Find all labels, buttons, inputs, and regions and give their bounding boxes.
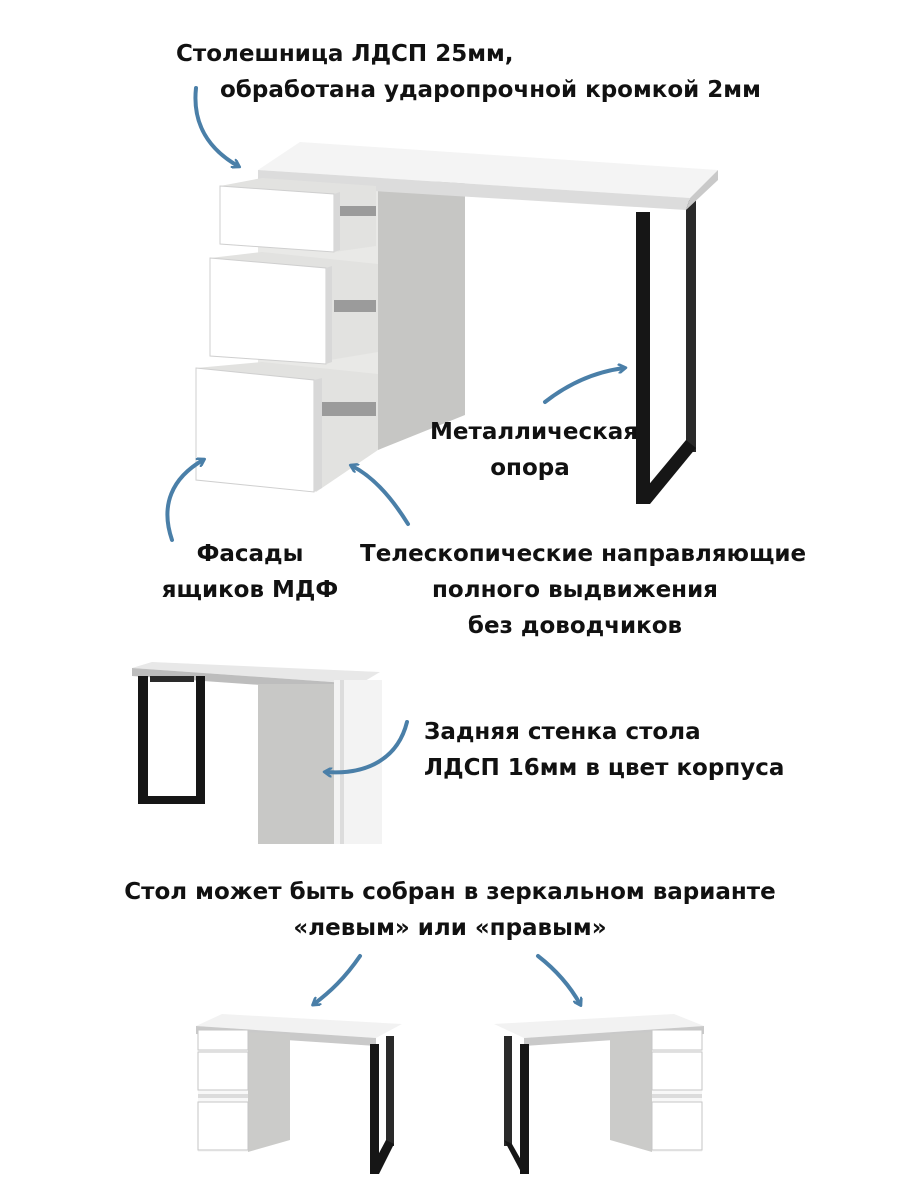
curved-arrow-icon — [352, 466, 410, 526]
tabletop-caption-line-2: обработана ударопрочной кромкой 2мм — [220, 77, 761, 103]
telescopic-guides-caption: Телескопические направляющие полного выд… — [360, 536, 807, 644]
telescopic-guides-caption-line-2: полного выдвижения — [432, 577, 718, 603]
curved-arrow-icon — [326, 720, 409, 772]
back-panel-caption-line-2: ЛДСП 16мм в цвет корпуса — [424, 755, 785, 781]
drawer-fronts-caption-line-2: ящиков МДФ — [161, 577, 339, 603]
back-panel-caption: Задняя стенка стола ЛДСП 16мм в цвет кор… — [424, 714, 784, 786]
drawer-middle — [209, 252, 378, 365]
desk-open-drawers-illustration — [195, 142, 718, 504]
metal-support-caption: Металлическая опора — [430, 414, 639, 486]
drawer-fronts-caption: Фасады ящиков МДФ — [150, 536, 350, 608]
metal-leg — [636, 200, 696, 504]
back-panel-caption-line-1: Задняя стенка стола — [424, 719, 701, 745]
curved-arrow-icon — [314, 954, 362, 1004]
mirror-assembly-caption-line-2: «левым» или «правым» — [293, 915, 607, 941]
tabletop-caption-line-1: Столешница ЛДСП 25мм, — [176, 41, 514, 67]
drawer-top — [219, 178, 376, 253]
metal-support-caption-line-2: опора — [490, 455, 570, 481]
drawer-fronts-caption-line-1: Фасады — [196, 541, 304, 567]
telescopic-guides-caption-line-1: Телескопические направляющие — [360, 541, 807, 567]
mirror-assembly-caption: Стол может быть собран в зеркальном вари… — [20, 874, 880, 946]
mirror-assembly-caption-line-1: Стол может быть собран в зеркальном вари… — [124, 879, 776, 905]
desk-left-variant-illustration — [196, 1014, 402, 1174]
curved-arrow-icon — [536, 954, 580, 1004]
curved-arrow-icon — [543, 368, 624, 404]
tabletop-caption: Столешница ЛДСП 25мм, обработана ударопр… — [176, 36, 761, 108]
desk-back-view-illustration — [132, 662, 382, 844]
metal-support-caption-line-1: Металлическая — [430, 419, 639, 445]
drawer-bottom — [195, 362, 378, 493]
telescopic-guides-caption-line-3: без доводчиков — [467, 613, 683, 639]
curved-arrow-icon — [165, 460, 203, 542]
tabletop — [258, 142, 718, 210]
desk-right-variant-illustration — [494, 1014, 704, 1174]
curved-arrow-icon — [193, 86, 238, 166]
